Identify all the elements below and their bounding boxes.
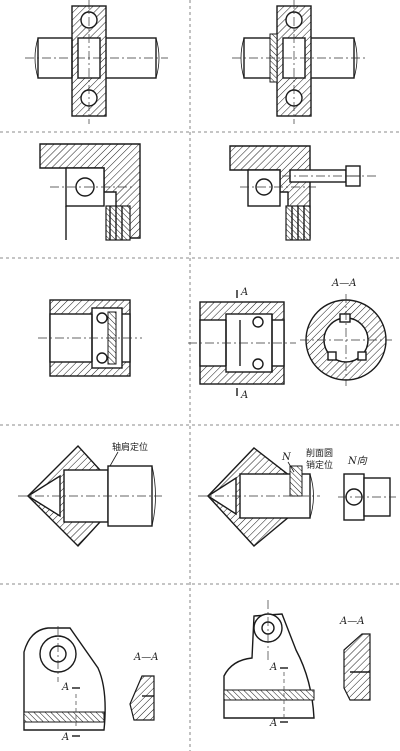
- bearing-shaft-right-drawing: [232, 0, 366, 124]
- section-view-title-left: A—A: [133, 652, 158, 663]
- cut-mark-bottom-right: A: [269, 718, 277, 729]
- pin-location-label: 销定位: [306, 459, 333, 471]
- cut-mark-top: A: [61, 682, 69, 693]
- n-view-arrow-label: N: [281, 452, 292, 463]
- cut-mark-bottom: A: [61, 732, 69, 743]
- lever-left-drawing: A A A—A: [23, 626, 158, 743]
- section-mark-top: A: [240, 287, 248, 298]
- section-mark-bottom: A: [240, 390, 248, 401]
- n-view-title: N向: [347, 455, 368, 467]
- sleeve-section-right-drawing: A A A—A: [188, 278, 392, 401]
- shoulder-location-label: 轴肩定位: [112, 441, 148, 453]
- bearing-shaft-left-drawing: [25, 0, 168, 124]
- housing-bearing-left-drawing: [39, 143, 141, 241]
- section-view-title-right: A—A: [339, 616, 364, 627]
- cut-mark-top-right: A: [269, 662, 277, 673]
- lever-right-drawing: A A A—A: [223, 600, 371, 729]
- cone-pin-right-drawing: N 削面圆 销定位 N向: [198, 447, 396, 547]
- section-view-title: A—A: [331, 278, 356, 289]
- sleeve-bearing-left-drawing: [38, 299, 142, 377]
- cut-plane-label: 削面圆: [306, 447, 333, 459]
- cone-shoulder-left-drawing: 轴肩定位: [18, 441, 162, 548]
- housing-bolt-right-drawing: [229, 145, 376, 241]
